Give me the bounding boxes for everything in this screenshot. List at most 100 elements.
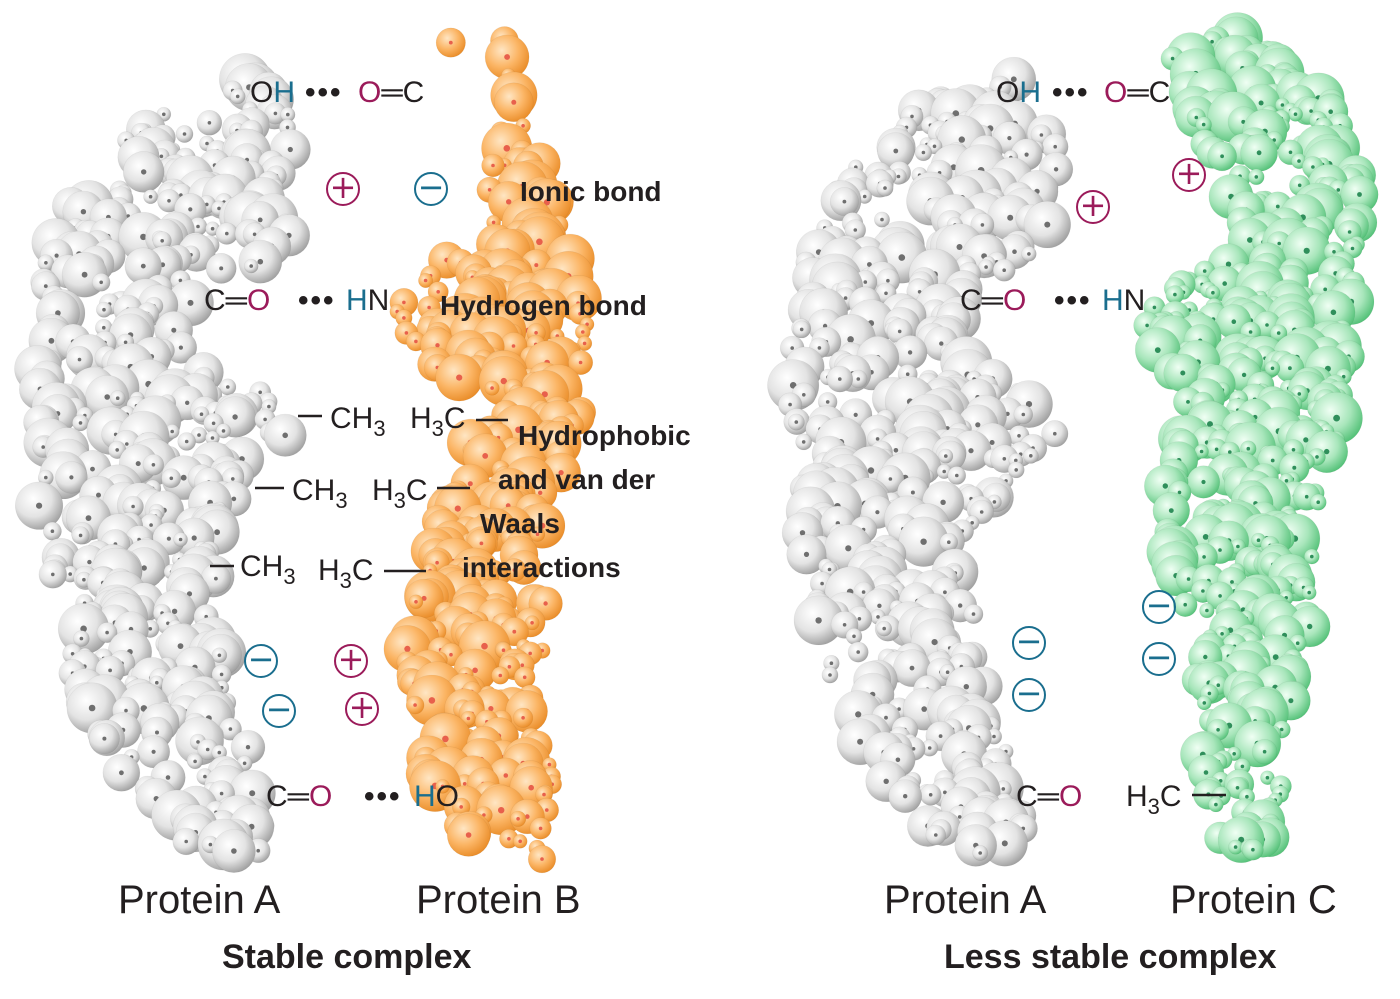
atom-center-dot — [585, 322, 589, 327]
atom-center-dot — [857, 738, 864, 745]
protein-b-shape — [383, 26, 602, 874]
atom-center-dot — [1275, 204, 1280, 209]
atom-center-dot — [85, 515, 92, 521]
atom-center-dot — [1010, 76, 1017, 83]
atom-center-dot — [932, 144, 937, 149]
atom-center-dot — [931, 639, 938, 646]
atom-center-dot — [90, 466, 95, 472]
atom-center-dot — [421, 595, 427, 601]
atom-center-dot — [512, 629, 517, 634]
atom-center-dot — [205, 747, 210, 752]
atom-center-dot — [1002, 268, 1006, 273]
atom-center-dot — [842, 623, 847, 627]
atom-center-dot — [263, 417, 267, 422]
atom-center-dot — [1222, 281, 1227, 286]
atom-center-dot — [1265, 323, 1269, 327]
atom-center-dot — [955, 473, 959, 478]
atom-center-dot — [1021, 412, 1026, 417]
atom-center-dot — [534, 263, 539, 268]
atom-center-dot — [1251, 847, 1255, 852]
atom-center-dot — [521, 124, 525, 128]
atom-center-dot — [54, 253, 59, 258]
atom-center-dot — [205, 202, 209, 207]
protein-a-label: Protein A — [884, 878, 1047, 922]
atom-center-dot — [578, 360, 583, 365]
atom-center-dot — [1333, 414, 1340, 422]
atom-center-dot — [124, 708, 128, 713]
atom-center-dot — [842, 199, 847, 204]
atom-center-dot — [217, 206, 221, 211]
atom-center-dot — [884, 715, 888, 720]
atom-center-dot — [558, 470, 564, 476]
atom-center-dot — [1162, 483, 1169, 489]
atom-center-dot — [217, 750, 222, 755]
atom-center-dot — [545, 808, 549, 812]
atom-center-dot — [1007, 136, 1012, 141]
atom-center-dot — [258, 390, 263, 395]
atom-center-dot — [1262, 749, 1267, 754]
atom-center-dot — [203, 774, 207, 779]
atom-center-dot — [245, 745, 251, 750]
atom-center-dot — [82, 577, 86, 582]
atom-center-dot — [456, 374, 463, 381]
atom-center-dot — [472, 667, 478, 674]
atom-center-dot — [1014, 468, 1018, 472]
atom-center-dot — [1025, 401, 1033, 408]
methyl-group: CH3 — [292, 474, 348, 513]
atom-center-dot — [414, 600, 418, 604]
atom-center-dot — [944, 454, 948, 458]
atom-center-dot — [466, 716, 471, 721]
atom-center-dot — [827, 567, 832, 572]
atom-center-dot — [867, 467, 875, 474]
atom-center-dot — [1027, 252, 1031, 256]
atom-center-dot — [1154, 347, 1161, 353]
atom-center-dot — [44, 475, 48, 480]
atom-center-dot — [125, 442, 129, 446]
negative-charge-icon: − — [1012, 625, 1046, 660]
atom-center-dot — [44, 261, 48, 265]
atom-center-dot — [528, 784, 534, 791]
atom-center-dot — [96, 492, 101, 498]
atom-center-dot — [123, 340, 128, 345]
atom-center-dot — [893, 448, 899, 453]
atom-center-dot — [788, 402, 792, 407]
atom-center-dot — [235, 94, 240, 99]
atom-center-dot — [1248, 330, 1253, 334]
atom-center-dot — [167, 199, 171, 203]
atom-center-dot — [838, 377, 842, 381]
atom-center-dot — [863, 280, 868, 284]
atom-center-dot — [581, 330, 585, 334]
atom-center-dot — [862, 194, 867, 199]
atom-center-dot — [491, 163, 495, 168]
atom-center-dot — [219, 672, 224, 677]
atom-center-dot — [55, 310, 61, 316]
atom-center-dot — [1236, 544, 1240, 549]
atom-center-dot — [857, 617, 862, 621]
atom-center-dot — [921, 706, 927, 712]
atom-center-dot — [539, 522, 546, 529]
atom-center-dot — [413, 703, 417, 707]
atom-center-dot — [491, 220, 496, 225]
atom-center-dot — [199, 412, 204, 417]
atom-center-dot — [500, 377, 507, 385]
atom-center-dot — [992, 500, 997, 504]
atom-center-dot — [252, 232, 257, 237]
atom-center-dot — [257, 217, 263, 223]
atom-center-dot — [1039, 133, 1044, 137]
atom-center-dot — [507, 837, 511, 841]
atom-center-dot — [487, 188, 492, 192]
less-stable-complex-title: Less stable complex — [944, 938, 1277, 976]
atom-center-dot — [978, 851, 982, 855]
atom-center-dot — [1291, 448, 1296, 452]
atom-center-dot — [1276, 331, 1281, 335]
atom-center-dot — [884, 291, 888, 296]
atom-center-dot — [231, 496, 237, 502]
atom-center-dot — [440, 784, 445, 789]
atom-center-dot — [1292, 465, 1297, 470]
atom-center-dot — [1241, 372, 1247, 378]
atom-center-dot — [226, 385, 230, 389]
atom-center-dot — [1280, 103, 1285, 107]
atom-center-dot — [829, 661, 834, 665]
atom-center-dot — [956, 244, 963, 250]
